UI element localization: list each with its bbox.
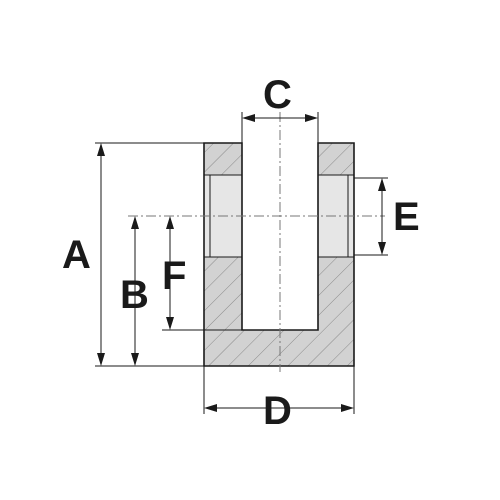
- extension-lines: [95, 112, 388, 414]
- label-c: C: [263, 73, 292, 117]
- dimension-c: [242, 114, 318, 122]
- dimension-b: [131, 216, 139, 366]
- part-section: [203, 142, 355, 367]
- label-d: D: [263, 389, 292, 433]
- dimension-e: [378, 178, 386, 255]
- right-wall-top: [318, 143, 354, 175]
- label-f: F: [162, 254, 186, 298]
- label-b: B: [120, 273, 149, 317]
- left-wall-top: [204, 143, 242, 175]
- label-a: A: [62, 233, 91, 277]
- lower-body: [204, 257, 354, 366]
- dimension-f: [166, 216, 174, 330]
- dimension-a: [97, 143, 105, 366]
- label-e: E: [393, 195, 420, 239]
- dimension-d: [204, 404, 354, 412]
